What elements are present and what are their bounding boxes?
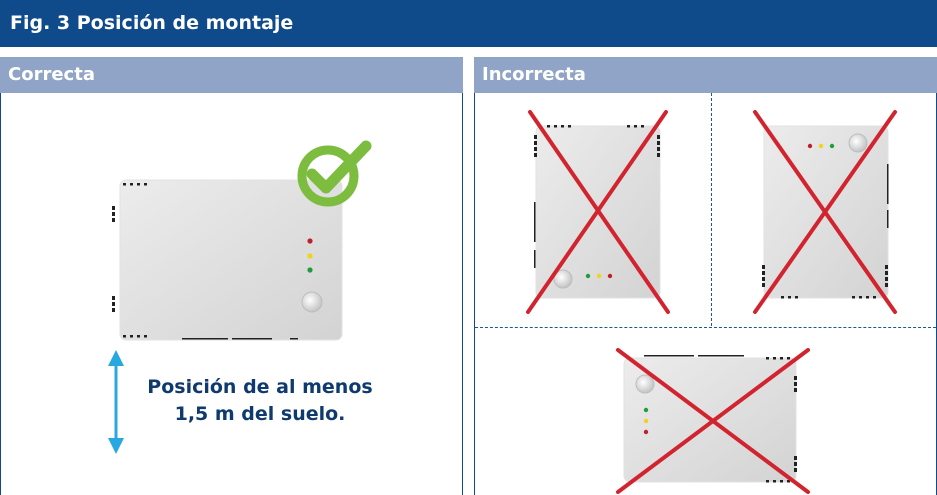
device-correct [112,179,343,341]
figure-title: Fig. 3 Posición de montaje [0,0,937,47]
note-line-1: Posición de al menos [147,376,373,398]
dashed-divider-horizontal [475,327,936,328]
red-x-icon [616,348,810,494]
correct-panel [0,93,463,495]
red-x-icon [753,110,897,314]
note-line-2: 1,5 m del suelo. [174,403,346,425]
double-arrow-icon [108,350,124,454]
incorrect-column-header: Incorrecta [474,57,937,93]
red-x-icon [526,110,670,314]
correct-column-header: Correcta [0,57,463,93]
checkmark-circle-icon [297,140,372,207]
mounting-height-note: Posición de al menos 1,5 m del suelo. [126,374,394,428]
dashed-divider-vertical [711,93,712,326]
